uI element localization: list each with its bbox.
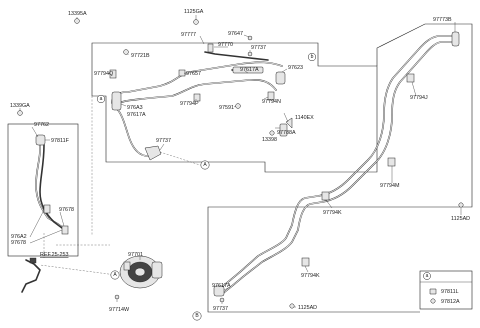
clip-1140ex xyxy=(285,117,293,129)
legend-key: a xyxy=(426,273,429,279)
label-97678-left: 97678 xyxy=(11,240,26,246)
label-976a3: 976A3 xyxy=(127,105,143,111)
callout-b-upper: b xyxy=(307,52,317,62)
callout-B-lower: B xyxy=(192,311,202,321)
label-97617a-mid: 97617A xyxy=(127,112,146,118)
label-1339ga: 1339GA xyxy=(10,103,30,109)
svg-text:B: B xyxy=(195,313,199,319)
label-97647: 97647 xyxy=(228,31,243,37)
pipe-end-fitting xyxy=(144,145,162,161)
svg-text:A: A xyxy=(113,272,117,278)
bolt-97770 xyxy=(207,43,214,53)
label-97678-right: 97678 xyxy=(59,207,74,213)
bolt-1339ga xyxy=(17,110,23,116)
label-97794m: 97794M xyxy=(380,183,400,189)
right-assembly-frame xyxy=(207,23,473,313)
bolt-97737-top xyxy=(247,51,253,57)
label-97788a: 97788A xyxy=(277,130,296,136)
label-97701: 97701 xyxy=(128,252,143,258)
clip-97794j xyxy=(406,73,415,83)
label-1125ad-bot: 1125AD xyxy=(298,305,317,311)
label-97721b: 97721B xyxy=(131,53,150,59)
legend-item-0: 97811L xyxy=(441,289,459,295)
svg-text:A: A xyxy=(203,162,207,168)
legend-bolt-icon xyxy=(430,298,436,304)
label-97794q: 97794Q xyxy=(94,71,113,77)
label-97794p: 97794P xyxy=(180,101,199,107)
nut-97591 xyxy=(235,103,241,109)
label-976a2: 976A2 xyxy=(11,234,27,240)
left-pipe-group xyxy=(35,139,67,231)
label-97623: 97623 xyxy=(288,65,303,71)
label-97591: 97591 xyxy=(219,105,234,111)
fitting-97617a-bot xyxy=(213,285,225,297)
ref-connector xyxy=(21,257,41,293)
clip-97678 xyxy=(61,225,69,235)
legend: a 97811L 97812A xyxy=(420,272,472,305)
clip-97794k-top xyxy=(321,191,330,201)
label-97737-mid: 97737 xyxy=(156,138,171,144)
label-97770: 97770 xyxy=(218,42,233,48)
label-97794k-bot: 97794K xyxy=(301,273,320,279)
label-97794j: 97794J xyxy=(410,95,428,101)
clip-976a2 xyxy=(43,204,51,214)
label-ref: REF.25-253 xyxy=(40,252,68,258)
bolt-97737-bot xyxy=(219,297,225,303)
right-pipe-group xyxy=(217,35,456,295)
bolt-13395a xyxy=(74,18,80,24)
compressor-97701 xyxy=(119,255,163,289)
clip-97794n xyxy=(267,91,275,101)
label-97762: 97762 xyxy=(34,122,49,128)
legend-item-1: 97812A xyxy=(441,299,460,305)
left-assembly-frame xyxy=(7,123,79,257)
clip-97794m xyxy=(387,157,396,167)
leader-lines xyxy=(19,15,462,308)
bolt-97647 xyxy=(247,35,253,41)
callout-A-upper: A xyxy=(200,160,210,170)
callout-A-lower: A xyxy=(110,270,120,280)
clip-97788a xyxy=(279,123,288,137)
bolt-97721b xyxy=(123,49,129,55)
label-97794n: 97794N xyxy=(262,99,281,105)
label-97794k-top: 97794K xyxy=(323,210,342,216)
label-97714w: 97714W xyxy=(109,307,130,313)
legend-clip-icon xyxy=(429,288,437,295)
clip-97794k-bot xyxy=(301,257,310,267)
fitting-97773b xyxy=(451,31,460,47)
bolt-1125ad-right xyxy=(458,202,464,208)
bolt-1125ga xyxy=(193,19,199,25)
part-labels: 13395A 1125GA 97777 97647 97721B 97770 9… xyxy=(10,9,470,313)
bolt-13398 xyxy=(269,130,275,136)
sensor-97623 xyxy=(275,71,286,85)
label-13395a: 13395A xyxy=(68,11,87,17)
label-97737-top: 97737 xyxy=(251,45,266,51)
label-97811f: 97811F xyxy=(51,138,70,144)
clip-97794p xyxy=(193,93,201,102)
block-fitting-upper xyxy=(111,91,122,111)
label-97657: 97657 xyxy=(186,71,201,77)
reference-lines xyxy=(39,96,201,276)
label-97777: 97777 xyxy=(181,32,196,38)
callout-a-upper: a xyxy=(96,94,106,104)
label-97617a-top: 97617A xyxy=(240,67,259,73)
label-1125ga: 1125GA xyxy=(184,9,204,15)
fitting-97811f xyxy=(35,134,46,146)
svg-text:a: a xyxy=(100,96,103,102)
label-1140ex: 1140EX xyxy=(295,115,314,121)
label-97617a-bot: 97617A xyxy=(212,283,231,289)
label-13398: 13398 xyxy=(262,137,277,143)
svg-text:b: b xyxy=(311,54,314,60)
bolt-97714w xyxy=(114,294,120,300)
bolt-1125ad-bot xyxy=(289,303,295,309)
label-97737-bot: 97737 xyxy=(213,306,228,312)
label-1125ad-right: 1125AD xyxy=(451,216,470,222)
label-97773b: 97773B xyxy=(433,17,452,23)
legend-box xyxy=(419,270,473,310)
clip-97657 xyxy=(178,69,186,77)
